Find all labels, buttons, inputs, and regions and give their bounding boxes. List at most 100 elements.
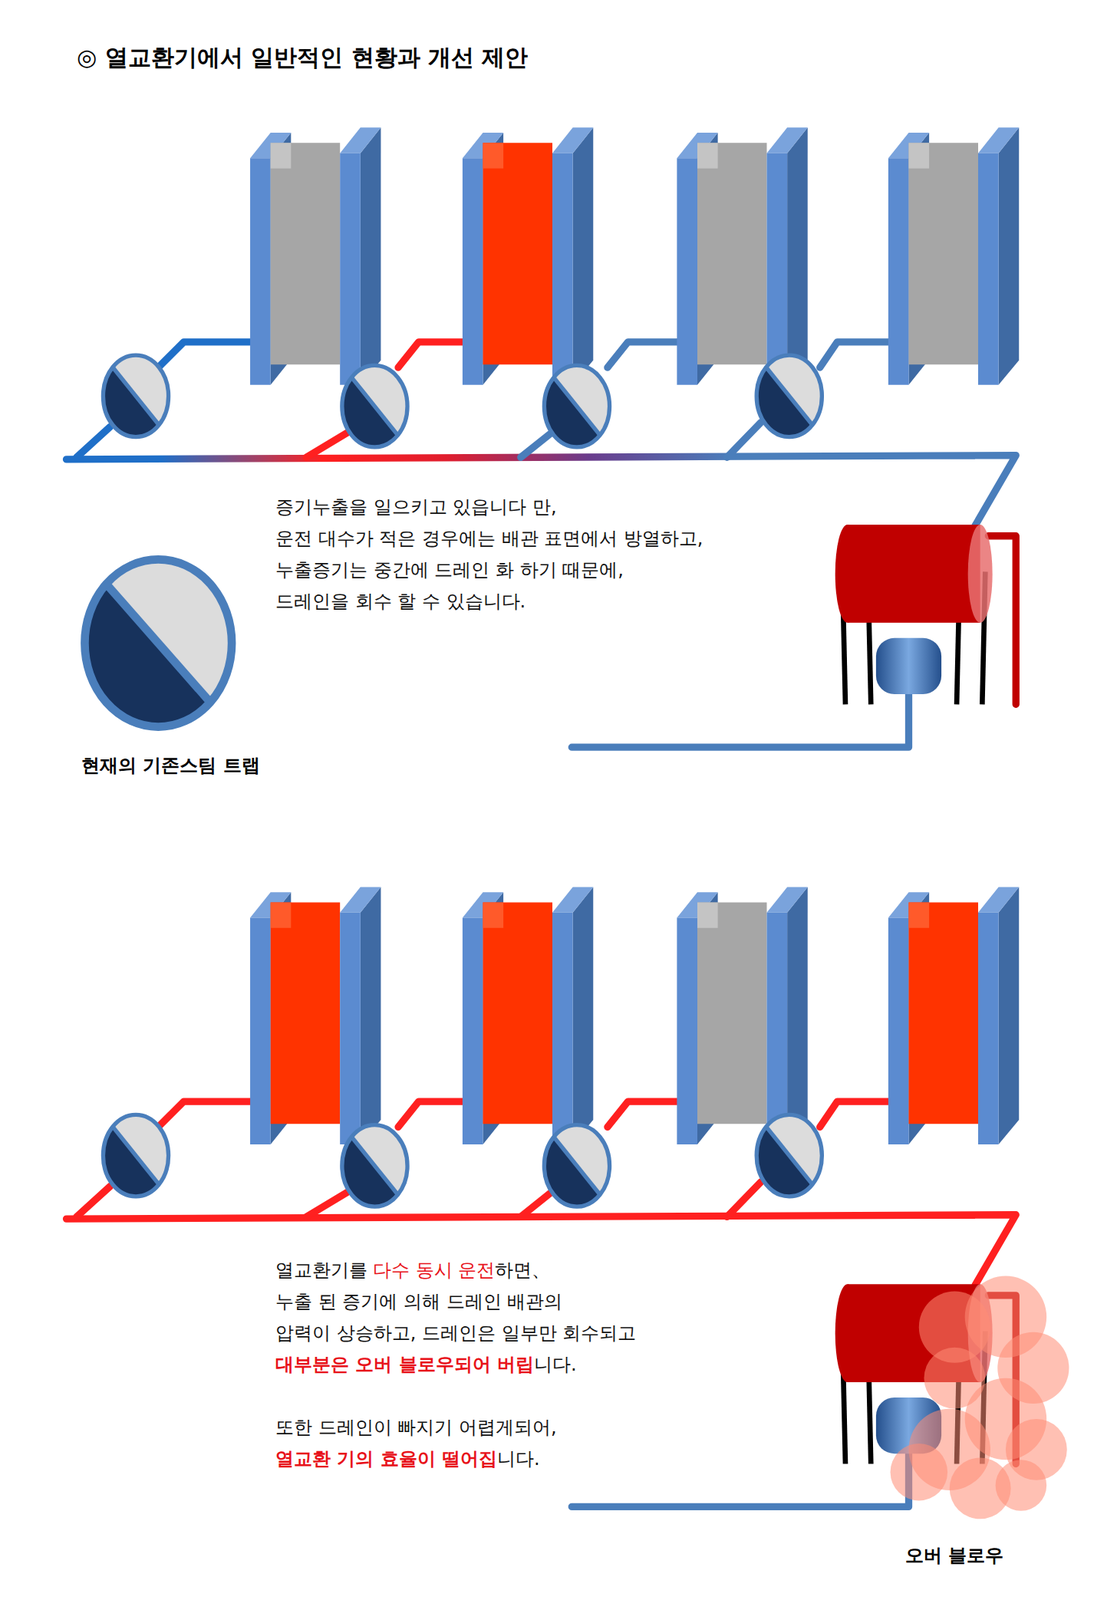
plate-face	[888, 158, 910, 385]
steam-trap	[756, 1114, 822, 1197]
trap-rim	[756, 355, 822, 437]
plate-top	[978, 127, 1019, 153]
trap-diagonal	[553, 1136, 600, 1195]
plate-side	[998, 887, 1020, 1145]
trap-diagonal	[112, 1126, 159, 1185]
plate-top	[339, 127, 381, 153]
trap-body	[756, 355, 822, 437]
note-text: 드레인을 회수 할 수 있습니다.	[275, 590, 526, 613]
core-top	[270, 902, 292, 929]
plate-face	[552, 912, 574, 1145]
heat-exchanger	[888, 887, 1019, 1145]
steam-trap	[543, 1125, 610, 1207]
trap-diagonal	[351, 1136, 398, 1195]
plate-side	[360, 127, 382, 385]
core-top	[908, 902, 930, 929]
pipe	[306, 1192, 347, 1217]
text-line: 현재의 기존스팀 트랩	[81, 753, 261, 778]
note-text: 열교환 기의 효율이 떨어집	[275, 1448, 498, 1470]
trap-diagonal	[106, 583, 211, 702]
trap-body	[102, 1114, 169, 1197]
pipe	[398, 342, 468, 368]
plate-side	[573, 127, 594, 385]
text-line: 오버 블로우	[905, 1543, 1004, 1569]
pipe	[158, 1101, 255, 1127]
pipe	[66, 455, 1017, 527]
plate-face	[888, 917, 910, 1144]
trap-diagonal	[112, 367, 159, 426]
trap-rim	[102, 1114, 169, 1197]
plate-side	[787, 127, 808, 385]
heat-exchanger	[676, 887, 808, 1145]
text-line: 증기누출을 일으키고 있읍니다 만,	[275, 494, 557, 520]
plate-face	[339, 912, 361, 1145]
plate-side	[573, 887, 594, 1145]
note-text: 오버 블로우	[905, 1545, 1004, 1567]
core-top	[270, 142, 292, 169]
pipe	[520, 1192, 552, 1217]
heat-exchanger	[462, 127, 594, 385]
cloud-puff	[890, 1443, 949, 1502]
trap-body	[543, 365, 610, 447]
pipe	[76, 426, 111, 458]
pipe	[607, 1101, 683, 1127]
text-line: 누출증기는 중간에 드레인 화 하기 때문에,	[275, 557, 624, 583]
trap-rim	[756, 1114, 822, 1197]
trap-diagonal	[766, 367, 813, 426]
steam-trap	[543, 365, 610, 447]
pipe	[988, 536, 1016, 706]
trap-rim	[84, 559, 232, 727]
plate-face	[250, 917, 271, 1144]
trap-body	[543, 1125, 610, 1207]
trap-body	[342, 1125, 408, 1207]
plate-top	[767, 887, 808, 913]
pipe	[66, 1215, 1017, 1286]
pipe	[306, 432, 347, 458]
plate-top	[978, 887, 1019, 913]
panel	[66, 887, 1070, 1520]
plate-face	[339, 153, 361, 386]
trap-body	[102, 355, 169, 437]
core	[483, 142, 554, 365]
note-text: 또한 드레인이 빠지기 어렵게되어,	[275, 1416, 557, 1439]
pump	[876, 638, 942, 695]
steam-trap	[102, 1114, 169, 1197]
pipe	[571, 1453, 909, 1507]
plate-side	[998, 127, 1020, 385]
text-line: 누출 된 증기에 의해 드레인 배관의	[275, 1289, 563, 1315]
plate-face	[978, 912, 999, 1145]
core-top	[483, 902, 505, 929]
plate-face	[552, 153, 574, 386]
steam-trap	[84, 559, 232, 727]
heat-exchanger	[250, 887, 381, 1145]
core	[483, 902, 554, 1125]
receiver-tank	[571, 1284, 1016, 1507]
note-text: 니다.	[533, 1354, 577, 1376]
steam-cloud	[890, 1276, 1070, 1520]
note-text: 압력이 상승하고, 드레인은 일부만 회수되고	[275, 1322, 636, 1345]
pipe	[158, 342, 255, 368]
core	[908, 902, 979, 1125]
plate-face	[250, 158, 271, 385]
plate-face	[676, 158, 698, 385]
note-text: 증기누출을 일으키고 있읍니다 만,	[275, 496, 557, 518]
plate-face	[767, 153, 788, 386]
plate-face	[978, 153, 999, 386]
trap-diagonal	[553, 377, 600, 435]
pipe	[727, 422, 762, 458]
core-top	[908, 142, 930, 169]
plate-top	[767, 127, 808, 153]
note-text: 하면、	[494, 1259, 551, 1282]
note-text: 운전 대수가 적은 경우에는 배관 표면에서 방열하고,	[275, 527, 703, 550]
heat-exchanger	[250, 127, 381, 385]
receiver-tank	[571, 524, 1016, 748]
core-top	[483, 142, 505, 169]
pipe	[820, 1101, 894, 1127]
cloud-puff	[995, 1459, 1048, 1512]
trap-rim	[102, 355, 169, 437]
trap-rim	[543, 365, 610, 447]
steam-trap	[342, 1125, 408, 1207]
trap-diagonal	[766, 1126, 813, 1185]
text-line: 운전 대수가 적은 경우에는 배관 표면에서 방열하고,	[275, 526, 703, 551]
pipe	[727, 1182, 762, 1217]
